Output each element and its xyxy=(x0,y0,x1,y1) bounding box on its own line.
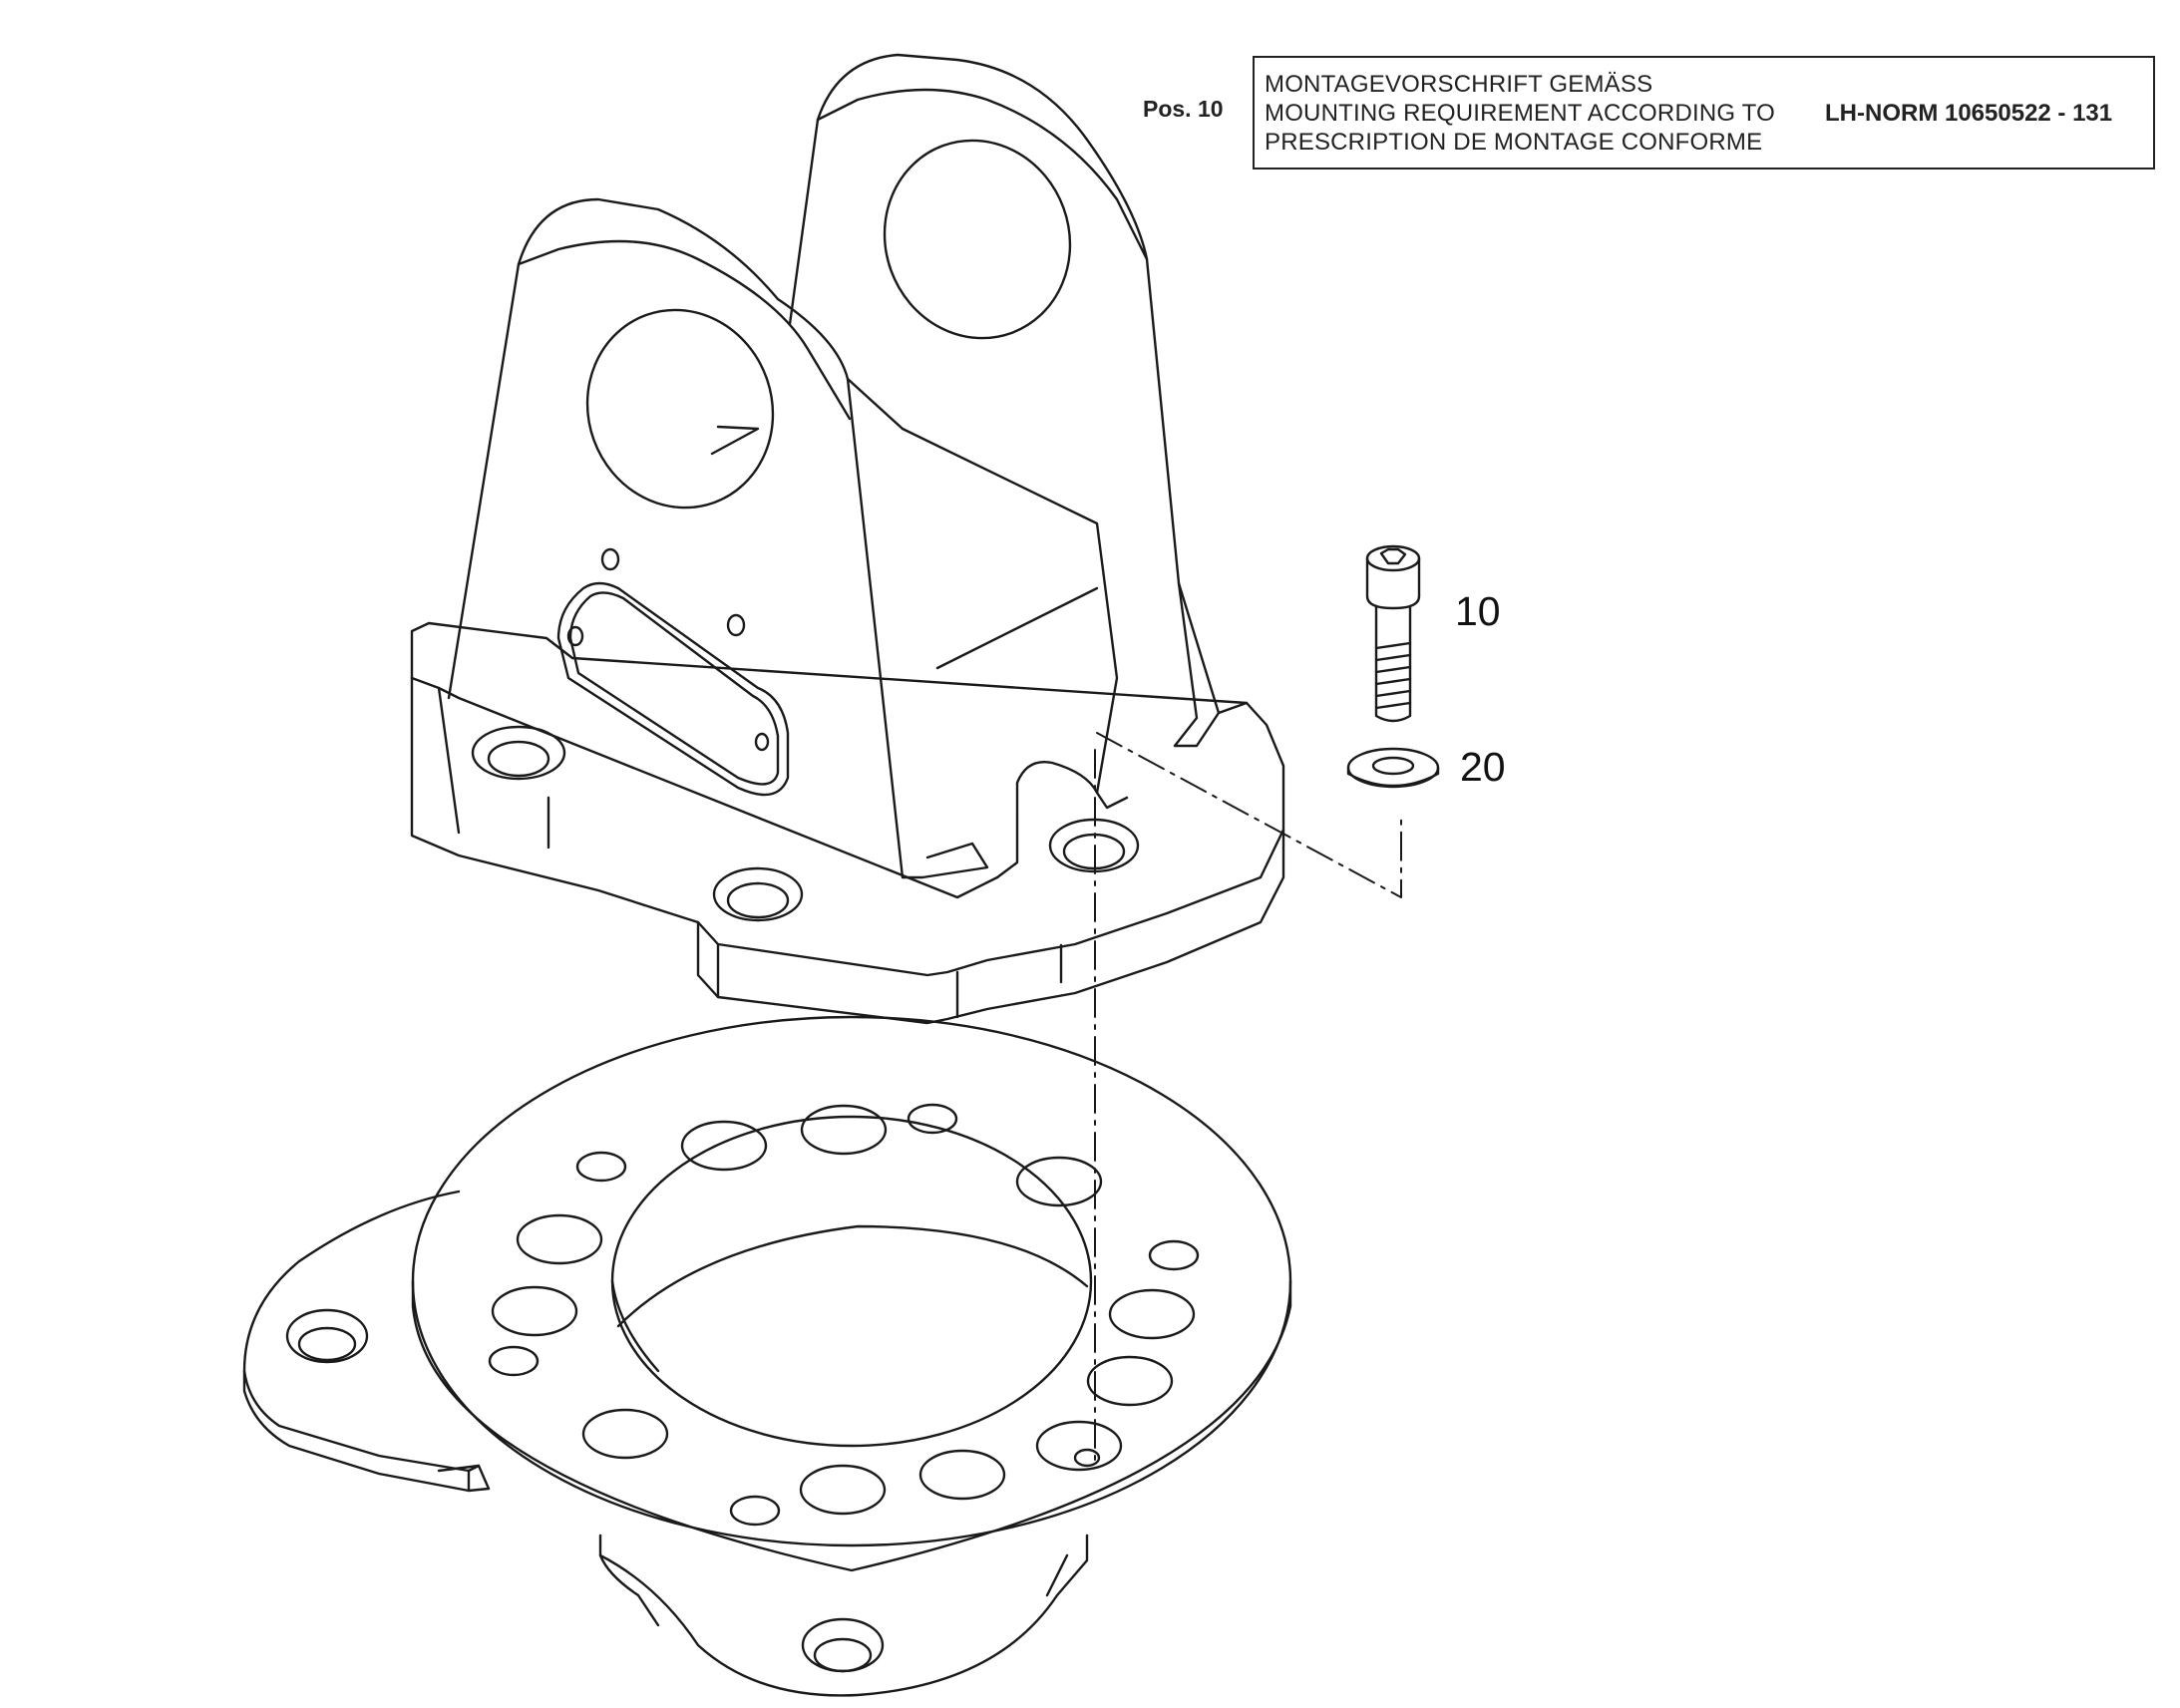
callout-bolt: 10 xyxy=(1455,588,1501,634)
note-line-french: PRESCRIPTION DE MONTAGE CONFORME xyxy=(1265,129,1763,156)
mounting-note-box: MONTAGEVORSCHRIFT GEMÄSS MOUNTING REQUIR… xyxy=(1253,56,2155,170)
washer-part-20 xyxy=(1346,747,1440,789)
bracket xyxy=(410,53,1285,1025)
assembly-axis-lines xyxy=(1094,732,1402,1462)
norm-reference: LH-NORM 10650522 - 131 xyxy=(1825,100,2113,127)
note-line-english: MOUNTING REQUIREMENT ACCORDING TO xyxy=(1265,100,1775,127)
rotary-base-plate xyxy=(242,1015,1292,1697)
note-line-german: MONTAGEVORSCHRIFT GEMÄSS xyxy=(1265,71,1653,98)
callout-washer: 20 xyxy=(1460,744,1506,790)
position-label: Pos. 10 xyxy=(1143,96,1224,122)
bolt-part-10 xyxy=(1365,544,1421,723)
